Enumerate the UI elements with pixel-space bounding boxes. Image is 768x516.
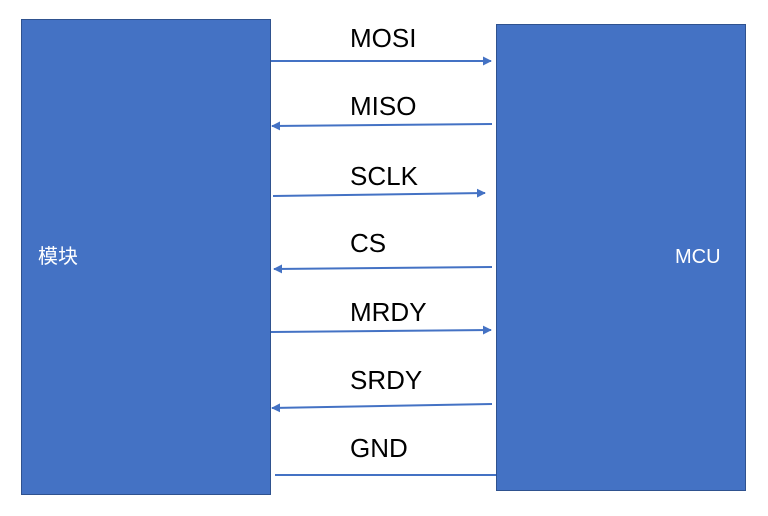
signal-line-mrdy: [270, 325, 492, 335]
module-block: [21, 19, 271, 495]
signal-line-miso: [271, 121, 493, 131]
signal-label-gnd: GND: [350, 433, 408, 463]
signal-label-mrdy: MRDY: [350, 297, 427, 327]
signal-line-cs: [273, 264, 493, 274]
signal-label-sclk: SCLK: [350, 161, 418, 191]
signal-label-srdy: SRDY: [350, 365, 423, 395]
signal-line-sclk: [272, 188, 486, 198]
signal-label-mosi: MOSI: [350, 23, 417, 53]
signal-line-srdy: [271, 403, 493, 413]
mcu-block-label: MCU: [675, 246, 721, 268]
signal-label-miso: MISO: [350, 91, 417, 121]
module-block-label: 模块: [38, 244, 78, 268]
mcu-block: [496, 24, 746, 491]
signal-label-cs: CS: [350, 228, 387, 258]
